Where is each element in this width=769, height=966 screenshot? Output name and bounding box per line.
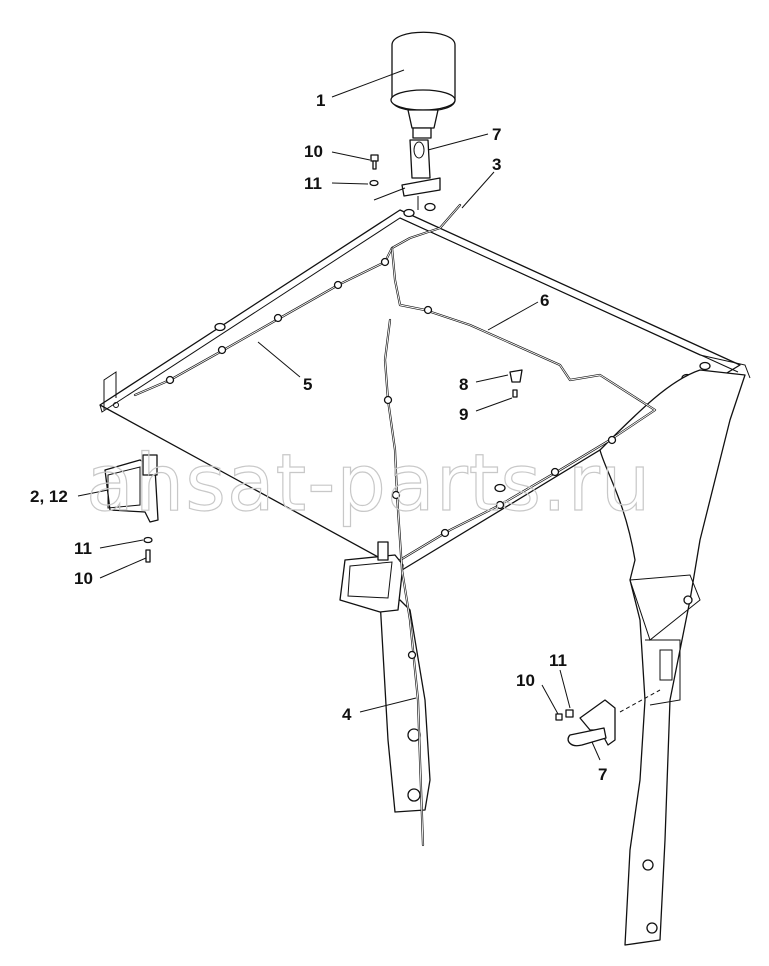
beacon-light [390,31,456,139]
harness-clips [165,257,617,660]
callout-10-top: 10 [304,142,323,161]
work-lamp-left [104,454,159,563]
right-cab-pillar [599,369,746,946]
wire-harness-6 [390,246,657,562]
callout-9: 9 [459,405,468,424]
callout-6: 6 [540,291,549,310]
wire-harness-5 [133,203,462,397]
beacon-bracket-bottom [555,699,616,747]
callout-8: 8 [459,375,468,394]
assembly-lines [619,689,661,713]
watermark-text: ahsat-parts.ru [86,439,651,529]
callout-2-12: 2, 12 [30,487,68,506]
work-lamp-pillar [339,541,404,613]
wire-harness-4 [383,318,425,847]
callout-11-left: 11 [74,539,92,558]
screw-8-9 [509,369,523,398]
callout-7-bottom: 7 [598,765,607,784]
leader-lines [77,69,601,761]
callout-11-top: 11 [304,174,322,193]
callout-10-right: 10 [516,671,535,690]
cab-roof-panel [99,209,751,571]
callout-1: 1 [316,91,325,110]
left-cab-pillar [379,599,431,813]
callout-7-top: 7 [492,125,501,144]
callout-4: 4 [342,705,352,724]
beacon-bracket-top [373,139,441,218]
callout-3: 3 [492,155,501,174]
callout-10-left: 10 [74,569,93,588]
callout-11-right: 11 [549,651,567,670]
callout-5: 5 [303,375,312,394]
bolt-top [369,154,379,187]
